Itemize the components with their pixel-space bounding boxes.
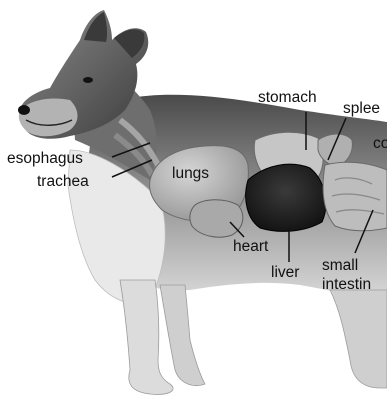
liver-organ (246, 164, 326, 231)
heart-organ (190, 200, 243, 237)
front-leg-far (160, 285, 205, 386)
intestines-organ (323, 162, 387, 231)
dog-nose (18, 105, 30, 115)
label-lungs: lungs (172, 166, 209, 182)
label-heart: heart (233, 239, 268, 255)
label-liver: liver (271, 265, 299, 281)
label-spleen: splee (343, 101, 380, 117)
label-stomach: stomach (258, 90, 317, 106)
label-esophagus: esophagus (7, 151, 83, 167)
label-trachea: trachea (37, 174, 89, 190)
label-colon: co (373, 136, 387, 152)
label-small-intestine-line2: intestin (322, 277, 371, 293)
label-small-intestine-line1: small (322, 258, 358, 274)
hind-leg (330, 290, 387, 388)
dog-eye (83, 77, 93, 83)
